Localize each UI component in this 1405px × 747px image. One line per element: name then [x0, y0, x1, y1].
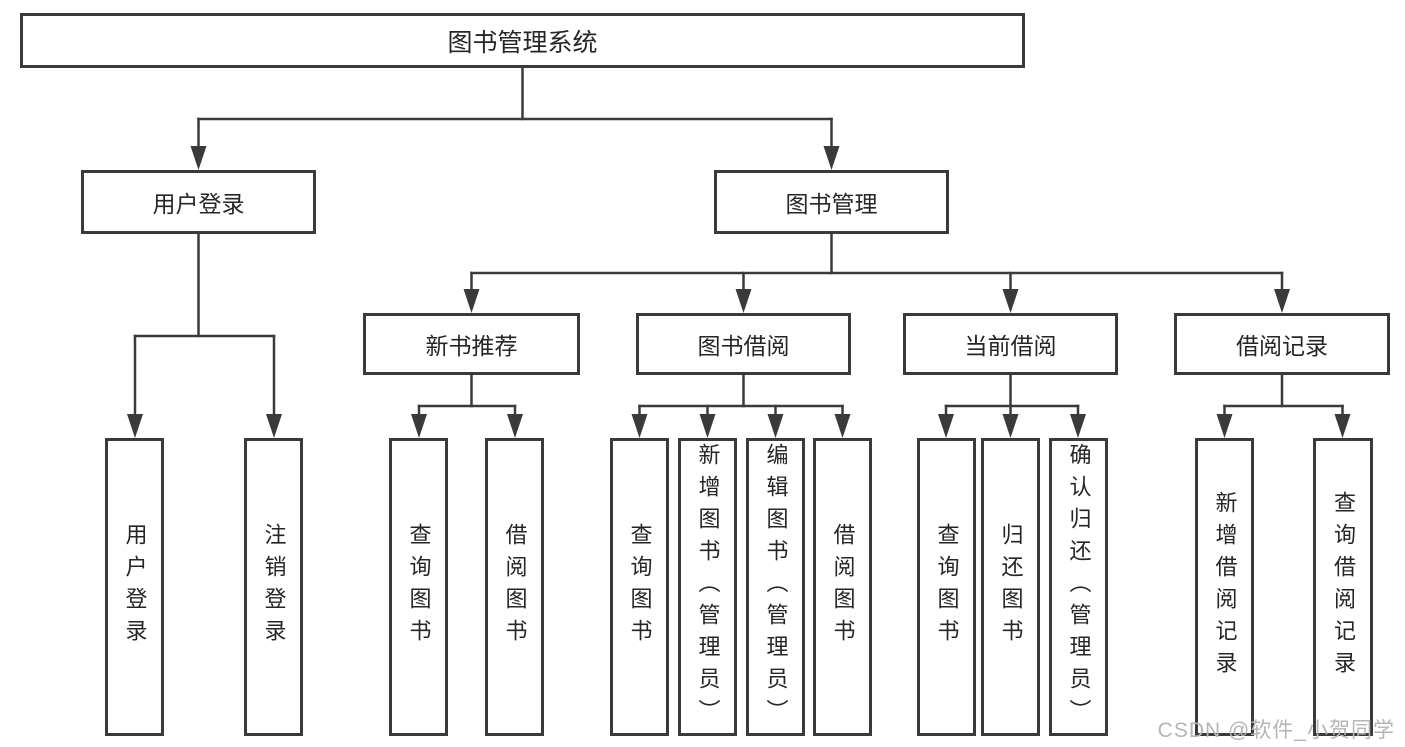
node-user-login: 用户登录 — [81, 170, 316, 234]
node-label: 图书借阅 — [697, 333, 790, 359]
node-label: 确认归还（管理员） — [1066, 443, 1092, 731]
arrowhead-down-icon — [127, 414, 143, 438]
arrowhead-down-icon — [735, 289, 752, 313]
leaf-query-borrow-record: 查询借阅记录 — [1313, 438, 1373, 736]
arrowhead-down-icon — [1274, 289, 1290, 313]
arrowhead-down-icon — [1216, 414, 1233, 438]
arrowhead-down-icon — [1334, 414, 1351, 438]
arrowhead-down-icon — [190, 146, 207, 170]
arrowhead-down-icon — [266, 414, 282, 438]
leaf-edit-book-admin: 编辑图书（管理员） — [746, 438, 805, 736]
arrowhead-down-icon — [767, 414, 784, 438]
node-borrow-records: 借阅记录 — [1174, 313, 1390, 375]
node-label: 注销登录 — [261, 523, 287, 651]
leaf-borrow-book-borrow: 借阅图书 — [813, 438, 872, 736]
arrowhead-down-icon — [834, 414, 851, 438]
node-label: 查询图书 — [627, 523, 653, 651]
node-label: 查询借阅记录 — [1331, 491, 1356, 683]
node-label: 用户登录 — [122, 523, 148, 651]
watermark-text: CSDN @软件_小贺同学 — [1157, 719, 1395, 742]
arrowhead-down-icon — [1070, 414, 1086, 438]
node-label: 图书管理系统 — [447, 28, 598, 57]
arrowhead-down-icon — [1002, 414, 1019, 438]
node-label: 借阅图书 — [502, 523, 528, 651]
node-library-management-system: 图书管理系统 — [20, 13, 1025, 68]
leaf-logout: 注销登录 — [244, 438, 303, 736]
leaf-add-book-admin: 新增图书（管理员） — [678, 438, 737, 736]
node-label: 查询图书 — [406, 523, 432, 651]
node-label: 归还图书 — [998, 523, 1024, 651]
leaf-borrow-book-recommend: 借阅图书 — [485, 438, 544, 736]
arrowhead-down-icon — [938, 414, 954, 438]
leaf-confirm-return-admin: 确认归还（管理员） — [1049, 438, 1108, 736]
node-book-management: 图书管理 — [714, 170, 949, 234]
arrowhead-down-icon — [823, 146, 840, 170]
node-new-book-recommend: 新书推荐 — [363, 313, 580, 375]
leaf-query-books-recommend: 查询图书 — [389, 438, 448, 736]
node-label: 图书管理 — [785, 191, 878, 217]
leaf-return-book: 归还图书 — [981, 438, 1040, 736]
node-book-borrow: 图书借阅 — [636, 313, 851, 375]
arrowhead-down-icon — [699, 414, 716, 438]
leaf-query-books-borrow: 查询图书 — [610, 438, 669, 736]
node-label: 新书推荐 — [425, 333, 518, 359]
arrowhead-down-icon — [463, 289, 480, 313]
leaf-add-borrow-record: 新增借阅记录 — [1195, 438, 1254, 736]
node-label: 新增借阅记录 — [1212, 491, 1238, 683]
node-label: 借阅图书 — [830, 523, 856, 651]
node-label: 编辑图书（管理员） — [763, 443, 789, 731]
leaf-query-books-current: 查询图书 — [917, 438, 976, 736]
leaf-user-login: 用户登录 — [105, 438, 164, 736]
node-label: 用户登录 — [152, 191, 245, 217]
node-label: 新增图书（管理员） — [695, 443, 721, 731]
arrowhead-down-icon — [1002, 289, 1019, 313]
node-label: 当前借阅 — [964, 333, 1057, 359]
arrowhead-down-icon — [507, 414, 523, 438]
node-label: 借阅记录 — [1236, 333, 1328, 359]
node-label: 查询图书 — [934, 523, 960, 651]
node-current-borrow: 当前借阅 — [903, 313, 1118, 375]
arrowhead-down-icon — [631, 414, 648, 438]
arrowhead-down-icon — [411, 414, 427, 438]
